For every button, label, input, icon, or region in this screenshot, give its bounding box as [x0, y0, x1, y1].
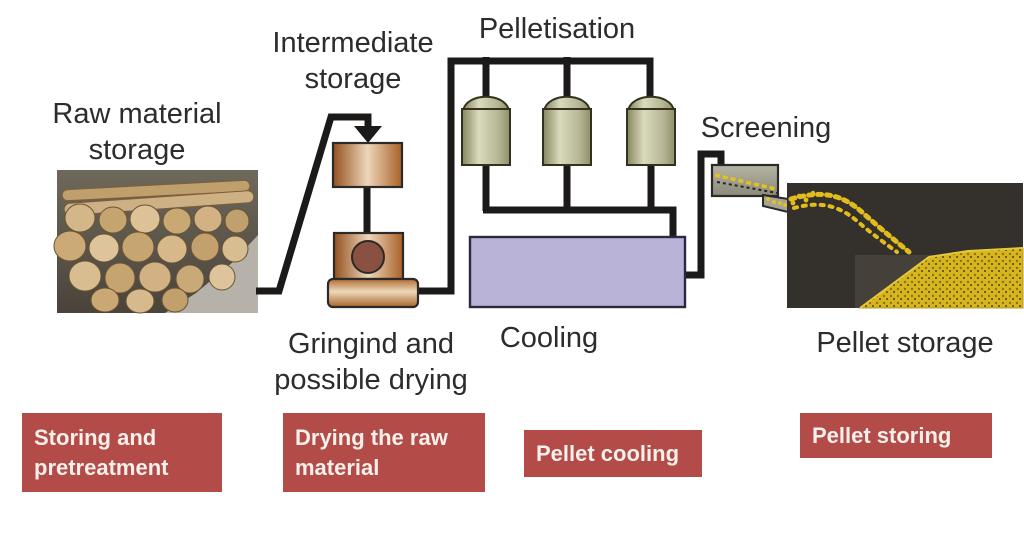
grinder-drum-icon: [351, 240, 385, 274]
screening-unit: [710, 163, 789, 214]
pellet-mill-3: [626, 95, 676, 166]
logs-photo: [53, 170, 258, 314]
pellet-storage-label: Pellet storage: [816, 327, 994, 359]
phase-badge-pellet-storing: Pellet storing: [800, 413, 992, 458]
pellet-spray: [788, 191, 912, 255]
cooling-vessel: [468, 235, 687, 309]
grinder-base: [326, 277, 420, 309]
cooling-label: Cooling: [499, 322, 599, 354]
phase-badge-storing-pretreatment: Storing and pretreatment: [22, 413, 222, 492]
raw-material-storage-label: Raw material storage: [52, 98, 222, 167]
grinding-label: Gringind and possible drying: [274, 328, 468, 397]
pellet-storage-photo: [787, 183, 1024, 309]
screen-deck: [716, 181, 778, 194]
intermediate-storage-label: Intermediate storage: [272, 27, 434, 96]
phase-badge-pellet-cooling: Pellet cooling: [524, 430, 702, 477]
pellet-mill-1: [461, 95, 511, 166]
down-arrow-icon: [354, 126, 382, 143]
conveyor-pipe: [256, 113, 372, 295]
feed-pipe-and-top-manifold: [418, 57, 654, 295]
pelletisation-label: Pelletisation: [478, 13, 636, 45]
intermediate-storage-bin: [331, 141, 404, 189]
screen-pellet-flow: [714, 173, 777, 191]
cooling-to-screening-pipe: [684, 150, 725, 279]
mill-outlet-manifold: [482, 164, 677, 238]
phase-badge-drying: Drying the raw material: [283, 413, 485, 492]
grinder: [326, 231, 420, 309]
process-pipes: [256, 57, 725, 295]
mill-inlet-drops: [482, 57, 571, 97]
pellet-mill-2: [542, 95, 592, 166]
screening-label: Screening: [700, 112, 832, 144]
